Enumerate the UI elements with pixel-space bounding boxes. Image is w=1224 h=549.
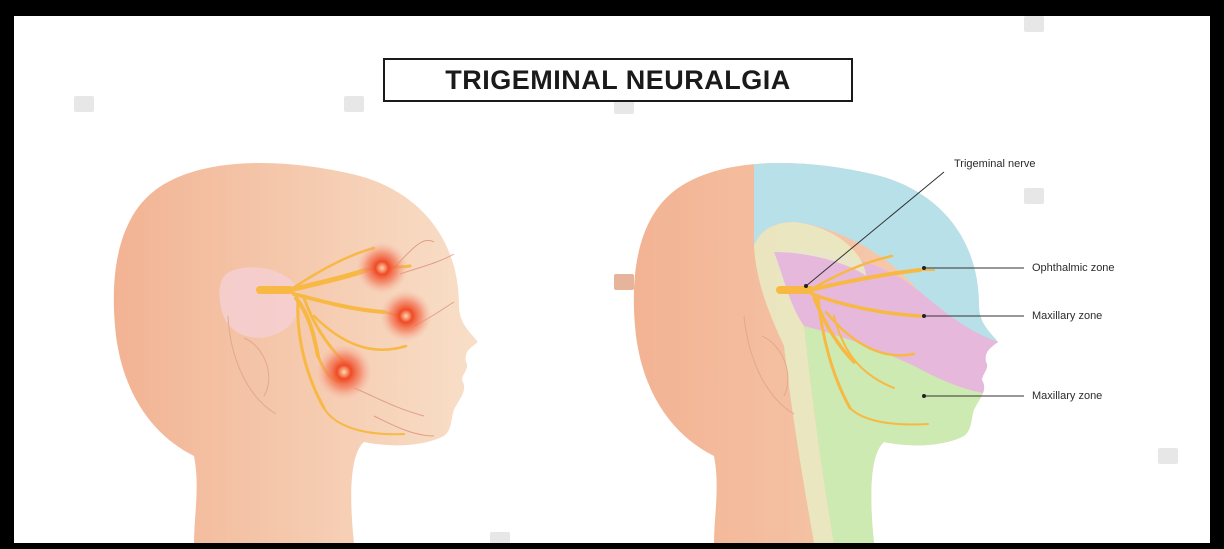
left-head — [114, 163, 478, 543]
diagram-title: TRIGEMINAL NEURALGIA — [383, 58, 853, 102]
callout-dot — [922, 314, 926, 318]
left-head-silhouette — [114, 163, 478, 543]
label-mandibular-zone: Maxillary zone — [1032, 390, 1102, 402]
callout-dot — [804, 284, 808, 288]
pain-point — [356, 242, 408, 294]
pain-point — [380, 290, 432, 342]
label-trigeminal-nerve: Trigeminal nerve — [954, 158, 1036, 170]
right-head — [634, 156, 1024, 543]
label-maxillary-zone: Maxillary zone — [1032, 310, 1102, 322]
label-ophthalmic-zone: Ophthalmic zone — [1032, 262, 1115, 274]
callout-dot — [922, 394, 926, 398]
callout-dot — [922, 266, 926, 270]
pain-point — [316, 344, 372, 400]
illustration-canvas: TRIGEMINAL NEURALGIA Trigeminal nerve Op… — [14, 16, 1210, 543]
